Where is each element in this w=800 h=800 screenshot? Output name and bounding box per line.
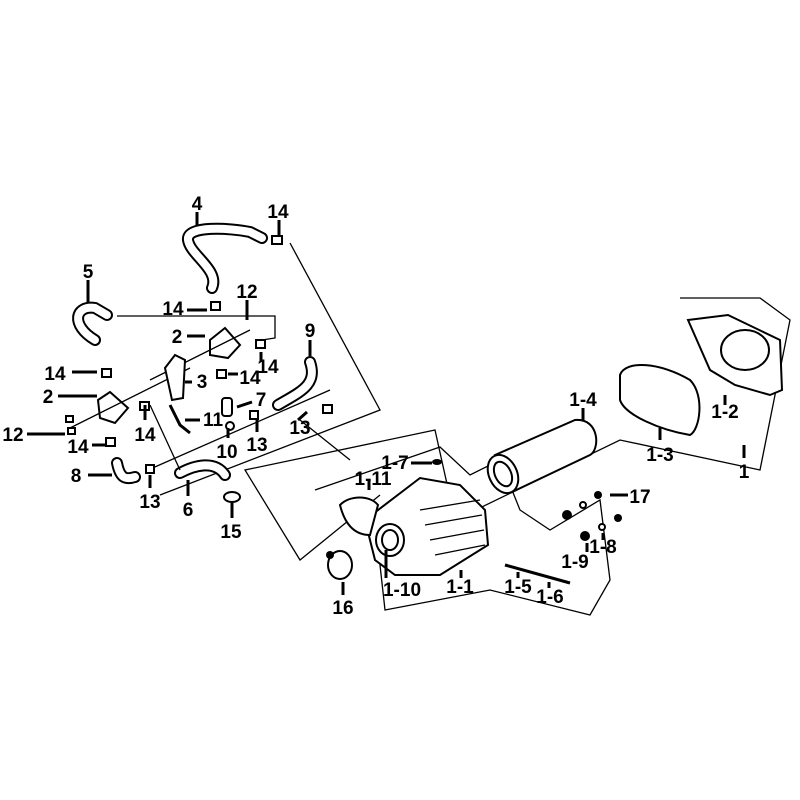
hose-4 (182, 222, 283, 294)
leader-lines (27, 212, 746, 595)
label-8: 8 (71, 466, 82, 487)
label-2: 2 (43, 387, 54, 408)
label-12: 12 (236, 282, 257, 303)
label-11: 11 (203, 410, 224, 431)
label-14: 14 (239, 368, 261, 389)
label-14: 14 (257, 357, 279, 378)
label-1-6: 1-6 (536, 587, 563, 608)
hose-9 (272, 356, 333, 414)
label-17: 17 (629, 487, 650, 508)
label-1: 1 (739, 462, 750, 483)
label-1-8: 1-8 (589, 537, 616, 558)
valve-2-upper (149, 301, 266, 381)
bracket-3 (163, 353, 191, 435)
label-14: 14 (134, 425, 156, 446)
label-1-2: 1-2 (711, 402, 738, 423)
label-6: 6 (183, 500, 194, 521)
label-1-9: 1-9 (561, 552, 588, 573)
label-4: 4 (192, 194, 203, 215)
gasket-1-3 (619, 364, 701, 437)
filter-1-4 (486, 418, 598, 495)
part-labels: 4 14 5 12 14 2 9 14 14 3 14 2 7 11 14 12… (2, 194, 749, 619)
label-1-5: 1-5 (504, 577, 532, 598)
label-9: 9 (305, 321, 316, 342)
hose-7-10 (147, 389, 331, 471)
label-1-4: 1-4 (569, 390, 597, 411)
cover-1-2 (686, 313, 784, 397)
label-15: 15 (220, 522, 242, 543)
label-3: 3 (197, 372, 208, 393)
label-10: 10 (216, 442, 237, 463)
hose-5 (72, 301, 113, 346)
label-14: 14 (267, 202, 289, 223)
bolt-1-5-1-6 (504, 563, 571, 585)
label-14: 14 (162, 299, 184, 320)
label-13: 13 (289, 418, 310, 439)
label-1-11: 1-11 (355, 469, 392, 490)
clamp-16 (326, 550, 353, 580)
label-13: 13 (246, 435, 267, 456)
label-5: 5 (83, 262, 94, 283)
label-13: 13 (139, 492, 160, 513)
label-1-10: 1-10 (383, 580, 421, 601)
label-7: 7 (256, 390, 267, 411)
label-1-7: 1-7 (381, 453, 408, 474)
label-2: 2 (172, 327, 183, 348)
housing-1-1 (338, 476, 490, 576)
small-parts-1-7-1-8-1-9-17 (432, 459, 622, 541)
hose-8 (111, 457, 155, 485)
label-12: 12 (2, 425, 23, 446)
label-14: 14 (67, 437, 89, 458)
label-1-1: 1-1 (446, 577, 474, 598)
label-14: 14 (44, 364, 66, 385)
label-16: 16 (332, 598, 353, 619)
hose-6 (149, 404, 241, 503)
label-1-3: 1-3 (646, 445, 673, 466)
